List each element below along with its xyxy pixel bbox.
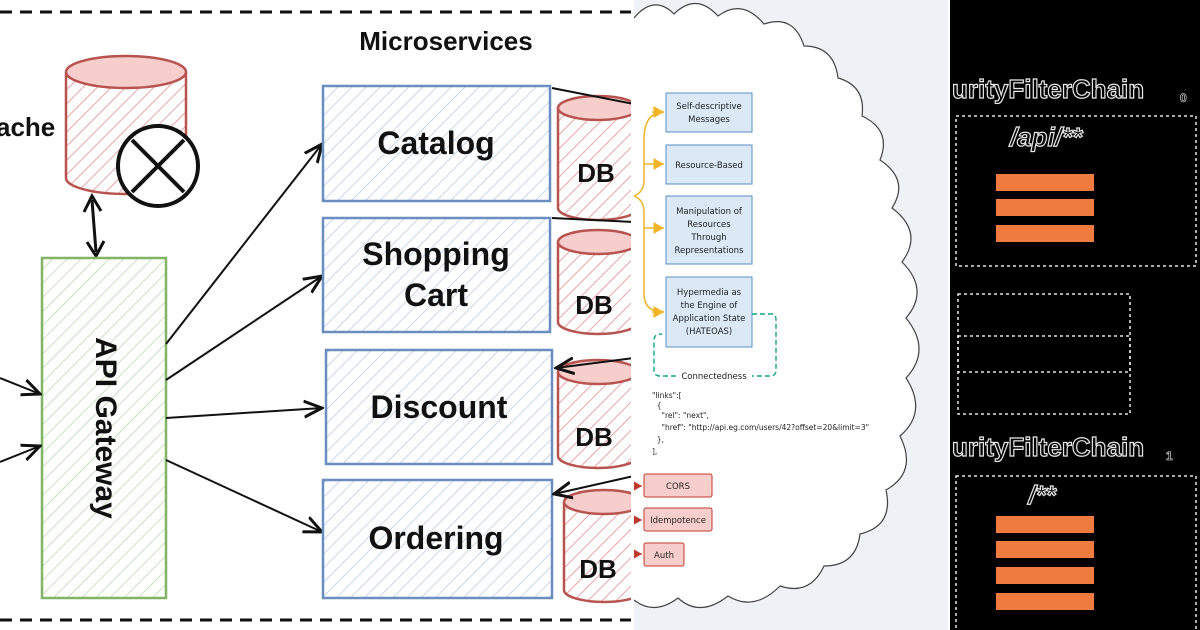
- svg-text:"href": "http://api.eg.com/use: "href": "http://api.eg.com/users/42?offs…: [652, 423, 869, 432]
- db-label-ordering: DB: [579, 554, 617, 584]
- rest-constraints-diagram: Self-descriptive Messages Resource-Based…: [634, 2, 920, 609]
- constraint-box-hateoas: Hypermedia as the Engine of Application …: [665, 276, 753, 348]
- db-label-cart: DB: [575, 290, 613, 320]
- route-arrow-discount: [165, 408, 322, 419]
- svg-text:Resource-Based: Resource-Based: [675, 161, 743, 171]
- db-icon-catalog: DB: [556, 94, 634, 222]
- filter-chain-placeholder-outer: [957, 293, 1131, 415]
- service-label-discount: Discount: [371, 389, 508, 425]
- service-label-cart: Cart: [404, 277, 468, 313]
- badge-auth: Auth: [643, 542, 685, 567]
- svg-text:the Engine of: the Engine of: [681, 301, 739, 311]
- constraint-box-resource-based: Resource-Based: [665, 144, 753, 185]
- rest-constraints-panel: Self-descriptive Messages Resource-Based…: [634, 0, 950, 630]
- db-icon-discount: DB: [556, 358, 634, 470]
- route-arrow-ordering: [165, 459, 322, 532]
- filter-chain-1-box: [955, 475, 1197, 630]
- filter-bar-1-2: [996, 541, 1094, 558]
- svg-text:CORS: CORS: [666, 482, 690, 492]
- connectedness-label: Connectedness: [681, 372, 747, 382]
- filter-bar-1-4: [996, 593, 1094, 610]
- filter-bar-0-1: [996, 174, 1094, 191]
- svg-text:Hypermedia as: Hypermedia as: [677, 288, 742, 298]
- svg-text:Idempotence: Idempotence: [650, 516, 706, 526]
- microservices-diagram-panel: Microservices ache API Gateway: [0, 10, 634, 622]
- svg-text:"rel": "next",: "rel": "next",: [652, 411, 709, 420]
- microservices-diagram: Microservices ache API Gateway: [0, 10, 634, 622]
- api-gateway-box: [40, 256, 168, 600]
- svg-text:Manipulation of: Manipulation of: [676, 207, 743, 217]
- cache-label: ache: [0, 112, 55, 142]
- filter-chain-0-label: urityFilterChain: [952, 74, 1144, 104]
- badge-idempotence: Idempotence: [643, 507, 713, 532]
- svg-text:Resources: Resources: [687, 220, 731, 230]
- svg-text:Representations: Representations: [675, 246, 745, 256]
- db-label-catalog: DB: [577, 158, 615, 188]
- svg-text:(HATEOAS): (HATEOAS): [686, 327, 733, 337]
- route-arrow-cart: [165, 276, 322, 381]
- client-arrow-2: [0, 446, 40, 463]
- links-code-snippet: "links":[ { "rel": "next", "href": "http…: [652, 391, 869, 456]
- api-gateway-label: API Gateway: [89, 337, 122, 519]
- filter-chain-placeholder-inner: [957, 335, 1131, 373]
- filter-chain-0-box: [955, 115, 1197, 267]
- client-arrow-1: [0, 377, 40, 394]
- cache-gateway-double-arrow: [82, 192, 106, 259]
- panel-divider-1: [631, 0, 634, 630]
- edge-connector-2: [551, 217, 634, 223]
- constraint-box-manipulation: Manipulation of Resources Through Repres…: [665, 195, 753, 265]
- filter-bar-0-2: [996, 199, 1094, 216]
- svg-text:{: {: [652, 401, 662, 410]
- connectedness-loop: [653, 313, 777, 377]
- service-box-ordering: Ordering: [321, 478, 554, 600]
- security-filter-chain-panel: urityFilterChain 0 /api/** urityFilterCh…: [950, 0, 1200, 630]
- service-box-shopping-cart: Shopping Cart: [321, 216, 552, 334]
- db-icon-cart: DB: [556, 228, 634, 336]
- constraint-box-self-descriptive: Self-descriptive Messages: [665, 92, 753, 133]
- svg-text:Self-descriptive: Self-descriptive: [676, 102, 742, 112]
- filter-chain-1-label: urityFilterChain: [952, 432, 1144, 462]
- microservices-title: Microservices: [359, 26, 532, 56]
- constraints-brace: [634, 111, 665, 313]
- service-box-discount: Discount: [324, 348, 554, 466]
- edge-connector-4: [554, 475, 634, 494]
- route-arrow-catalog: [165, 144, 322, 345]
- filter-chain-0-pattern: /api/**: [1009, 122, 1084, 152]
- filter-bar-0-3: [996, 225, 1094, 242]
- filter-bar-1-3: [996, 567, 1094, 584]
- svg-text:Through: Through: [690, 233, 726, 243]
- filter-chain-0-index: 0: [1180, 91, 1187, 105]
- cache-invalidate-icon: [116, 124, 200, 208]
- db-icon-ordering: DB: [562, 488, 634, 604]
- service-label-catalog: Catalog: [377, 125, 494, 161]
- badge-cors: CORS: [643, 473, 713, 498]
- edge-connector-3: [556, 358, 634, 368]
- filter-chain-1-index: 1: [1166, 449, 1173, 463]
- svg-text:Messages: Messages: [688, 115, 730, 125]
- service-label-shopping: Shopping: [362, 236, 510, 272]
- db-label-discount: DB: [575, 422, 613, 452]
- svg-text:Application State: Application State: [673, 314, 746, 324]
- svg-text:Auth: Auth: [654, 551, 674, 561]
- filter-bar-1-1: [996, 516, 1094, 533]
- svg-text:},: },: [652, 435, 664, 444]
- security-filter-chain-diagram: urityFilterChain 0 /api/** urityFilterCh…: [951, 73, 1197, 630]
- edge-connector-1: [551, 87, 634, 105]
- service-label-ordering: Ordering: [368, 520, 503, 556]
- svg-text:],: ],: [652, 447, 657, 456]
- svg-text:"links":[: "links":[: [652, 391, 682, 400]
- filter-chain-1-pattern: /**: [1027, 480, 1057, 510]
- panel-divider-2: [948, 0, 951, 630]
- service-box-catalog: Catalog: [321, 84, 552, 203]
